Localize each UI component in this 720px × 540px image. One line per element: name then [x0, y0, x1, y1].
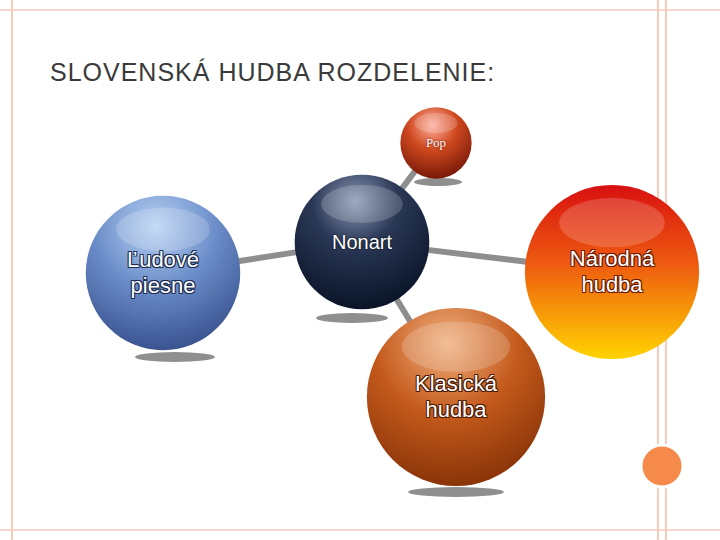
- connector-rod: [402, 170, 416, 189]
- sphere-node: Pop: [400, 107, 472, 179]
- sphere-node: Národná hudba: [524, 184, 700, 360]
- sphere-highlight: [559, 198, 665, 247]
- node-label: Klasická hudba: [396, 371, 516, 423]
- frame-line: [11, 0, 13, 540]
- node-label-group: Klasická hudba: [396, 371, 516, 423]
- sphere-fill: [86, 196, 240, 350]
- sphere-highlight: [414, 113, 457, 133]
- sphere-fill: [295, 175, 430, 310]
- sphere-highlight: [116, 207, 210, 251]
- node-label: Pop: [426, 135, 446, 151]
- frame-line: [0, 529, 720, 531]
- sphere-shadow: [316, 313, 388, 323]
- sphere-fill: [367, 308, 545, 486]
- node-label-group: Národná hudba: [552, 246, 672, 298]
- sphere-fill: [400, 107, 471, 178]
- node-label-group: Ľudové piesne: [108, 247, 218, 299]
- sphere-shadow: [408, 487, 504, 497]
- sphere-node: Ľudové piesne: [85, 195, 241, 351]
- decor-dot: [641, 445, 683, 487]
- sphere-highlight: [402, 321, 510, 371]
- node-label-group: Pop: [426, 135, 446, 151]
- sphere-shadow: [135, 352, 215, 362]
- sphere-highlight: [321, 185, 403, 223]
- sphere-node: Nonart: [294, 174, 430, 310]
- node-label: Nonart: [332, 231, 392, 254]
- sphere-shadow: [414, 178, 462, 186]
- node-label: Ľudové piesne: [108, 247, 218, 299]
- sphere-node: Klasická hudba: [366, 307, 546, 487]
- frame-line: [0, 9, 720, 11]
- connector-rod: [238, 252, 297, 261]
- connector-rod: [396, 298, 410, 321]
- node-label-group: Nonart: [332, 231, 392, 254]
- node-label: Národná hudba: [552, 246, 672, 298]
- sphere-fill: [525, 185, 699, 359]
- slide-title: SLOVENSKÁ HUDBA ROZDELENIE:: [50, 58, 495, 87]
- connector-rod: [428, 250, 527, 262]
